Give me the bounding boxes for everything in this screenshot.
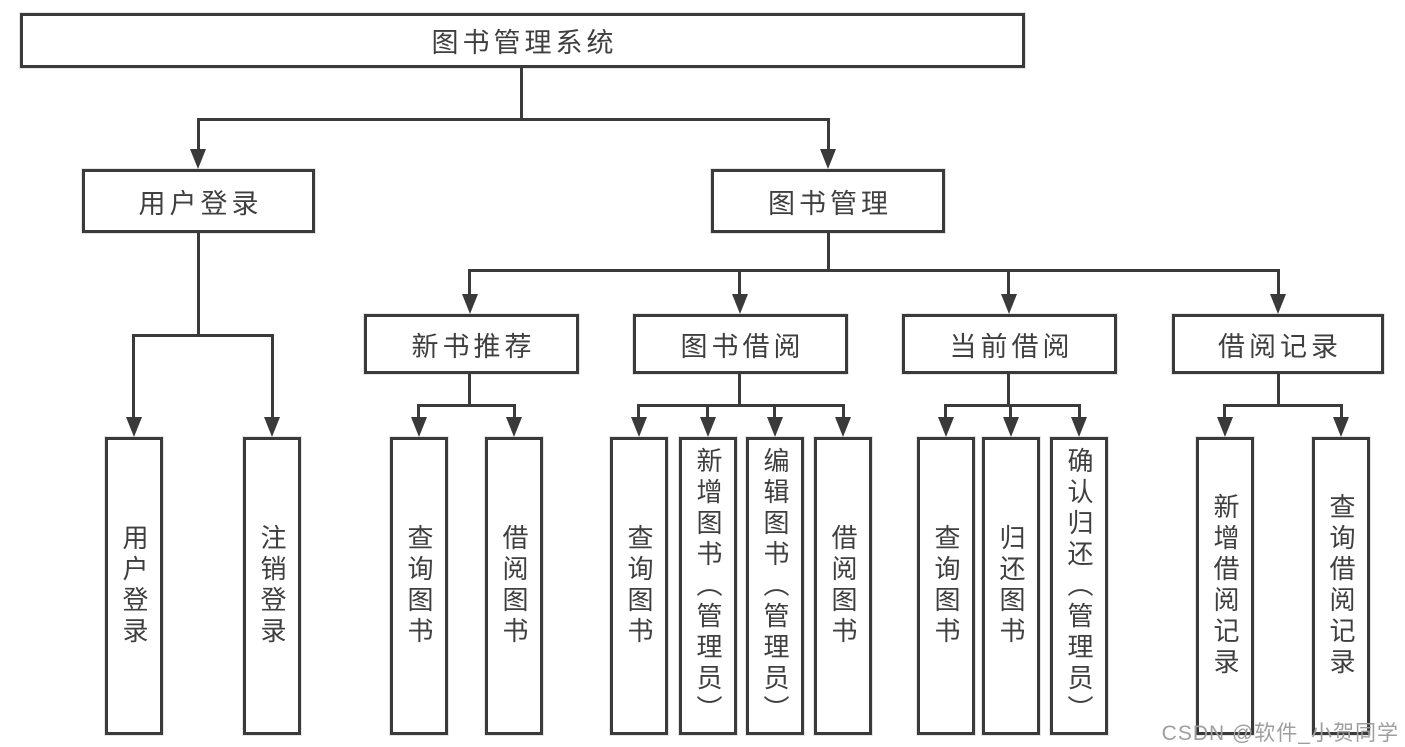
- node-library-system-label: 图书管理系统: [431, 28, 618, 58]
- node-leaf-logout-label: 注销登录: [257, 524, 287, 648]
- node-leaf-query-books-2-label: 查询图书: [624, 524, 654, 648]
- connector-leaf-add-record-arrowhead: [1217, 417, 1233, 437]
- connector-book-borrow-bus: [637, 404, 845, 407]
- connector-book-management-drop: [827, 118, 830, 151]
- connector-user-login-stem: [197, 233, 200, 337]
- node-leaf-borrow-books-1-label: 借阅图书: [499, 524, 529, 648]
- node-leaf-query-books-2: 查询图书: [610, 437, 668, 735]
- connector-current-borrow-bus: [944, 404, 1081, 407]
- connector-leaf-return-book-drop: [1009, 404, 1012, 418]
- node-leaf-confirm-return-admin: 确认归还（管理员）: [1050, 437, 1108, 735]
- connector-borrow-records-stem: [1277, 374, 1280, 407]
- connector-leaf-add-record-drop: [1223, 404, 1226, 418]
- connector-leaf-add-book-drop: [706, 404, 709, 418]
- connector-leaf-confirm-return-drop: [1078, 404, 1081, 418]
- node-leaf-return-book-label: 归还图书: [996, 524, 1026, 648]
- connector-user-login-arrowhead: [190, 149, 206, 169]
- node-leaf-add-book-admin-label: 新增图书（管理员）: [693, 446, 723, 726]
- connector-current-borrow-drop: [1007, 269, 1010, 296]
- node-leaf-query-borrow-record: 查询借阅记录: [1312, 437, 1370, 735]
- node-leaf-add-borrow-record-label: 新增借阅记录: [1210, 493, 1240, 679]
- node-borrow-records: 借阅记录: [1172, 314, 1384, 374]
- connector-leaf-borrow-books-1-arrowhead: [506, 417, 522, 437]
- node-leaf-query-books-1-label: 查询图书: [404, 524, 434, 648]
- connector-new-book-arrowhead: [462, 294, 478, 314]
- connector-leaf-edit-book-drop: [773, 404, 776, 418]
- connector-leaf-borrow-books-2-drop: [842, 404, 845, 418]
- node-library-system: 图书管理系统: [20, 13, 1025, 68]
- connector-new-book-stem: [468, 374, 471, 407]
- node-book-borrow-label: 图书借阅: [680, 331, 805, 362]
- node-leaf-borrow-books-2-label: 借阅图书: [828, 524, 858, 648]
- node-leaf-query-books-3-label: 查询图书: [931, 524, 961, 648]
- node-leaf-query-borrow-record-label: 查询借阅记录: [1326, 493, 1356, 679]
- connector-user-login-bus: [132, 334, 274, 337]
- connector-leaf-query-record-arrowhead: [1333, 417, 1349, 437]
- node-current-borrow: 当前借阅: [902, 314, 1117, 374]
- node-new-book-recommend: 新书推荐: [364, 314, 579, 374]
- node-leaf-logout: 注销登录: [243, 437, 301, 735]
- node-leaf-query-books-3: 查询图书: [917, 437, 975, 735]
- node-leaf-edit-book-admin-label: 编辑图书（管理员）: [760, 446, 790, 726]
- node-user-login: 用户登录: [82, 169, 315, 233]
- connector-leaf-return-book-arrowhead: [1003, 417, 1019, 437]
- connector-borrow-records-arrowhead: [1270, 294, 1286, 314]
- connector-current-borrow-arrowhead: [1001, 294, 1017, 314]
- connector-book-borrow-stem: [738, 374, 741, 407]
- connector-book-borrow-arrowhead: [732, 294, 748, 314]
- node-current-borrow-label: 当前借阅: [949, 331, 1074, 362]
- connector-new-book-drop: [468, 269, 471, 296]
- connector-leaf-query-books-1-drop: [417, 404, 420, 418]
- node-leaf-query-books-1: 查询图书: [390, 437, 448, 735]
- connector-book-borrow-drop: [738, 269, 741, 296]
- connector-leaf-query-books-3-arrowhead: [938, 417, 954, 437]
- connector-book-management-bus: [468, 269, 1280, 272]
- connector-leaf-logout-drop: [271, 334, 274, 418]
- node-leaf-return-book: 归还图书: [982, 437, 1040, 735]
- connector-user-login-drop: [197, 118, 200, 151]
- connector-leaf-query-books-2-arrowhead: [631, 417, 647, 437]
- connector-leaf-add-book-arrowhead: [700, 417, 716, 437]
- connector-current-borrow-stem: [1007, 374, 1010, 407]
- connector-leaf-confirm-return-arrowhead: [1071, 417, 1087, 437]
- connector-leaf-user-login-arrowhead: [126, 417, 142, 437]
- connector-borrow-records-drop: [1277, 269, 1280, 296]
- node-borrow-records-label: 借阅记录: [1218, 331, 1342, 362]
- node-leaf-borrow-books-2: 借阅图书: [814, 437, 872, 735]
- node-book-borrow: 图书借阅: [633, 314, 848, 374]
- connector-leaf-edit-book-arrowhead: [767, 417, 783, 437]
- node-new-book-recommend-label: 新书推荐: [411, 331, 536, 362]
- node-book-management-label: 图书管理: [768, 188, 892, 219]
- node-leaf-borrow-books-1: 借阅图书: [485, 437, 543, 735]
- watermark-text: CSDN @软件_小贺同学: [1161, 722, 1399, 745]
- connector-leaf-query-books-2-drop: [637, 404, 640, 418]
- connector-root-bus: [197, 118, 830, 121]
- node-leaf-edit-book-admin: 编辑图书（管理员）: [746, 437, 804, 735]
- connector-leaf-borrow-books-2-arrowhead: [835, 417, 851, 437]
- node-leaf-add-borrow-record: 新增借阅记录: [1196, 437, 1254, 735]
- connector-borrow-records-bus: [1223, 404, 1343, 407]
- connector-leaf-logout-arrowhead: [264, 417, 280, 437]
- node-leaf-add-book-admin: 新增图书（管理员）: [679, 437, 737, 735]
- node-book-management: 图书管理: [711, 169, 945, 233]
- node-user-login-label: 用户登录: [138, 188, 263, 219]
- node-leaf-user-login: 用户登录: [105, 437, 163, 735]
- connector-book-management-arrowhead: [820, 149, 836, 169]
- node-leaf-confirm-return-admin-label: 确认归还（管理员）: [1064, 446, 1094, 726]
- connector-root-stem: [520, 68, 523, 120]
- connector-leaf-query-books-3-drop: [944, 404, 947, 418]
- connector-leaf-user-login-drop: [132, 334, 135, 418]
- connector-leaf-query-record-drop: [1340, 404, 1343, 418]
- connector-book-management-stem: [827, 233, 830, 272]
- node-leaf-user-login-label: 用户登录: [119, 524, 149, 648]
- connector-new-book-bus: [417, 404, 516, 407]
- connector-leaf-query-books-1-arrowhead: [411, 417, 427, 437]
- connector-leaf-borrow-books-1-drop: [513, 404, 516, 418]
